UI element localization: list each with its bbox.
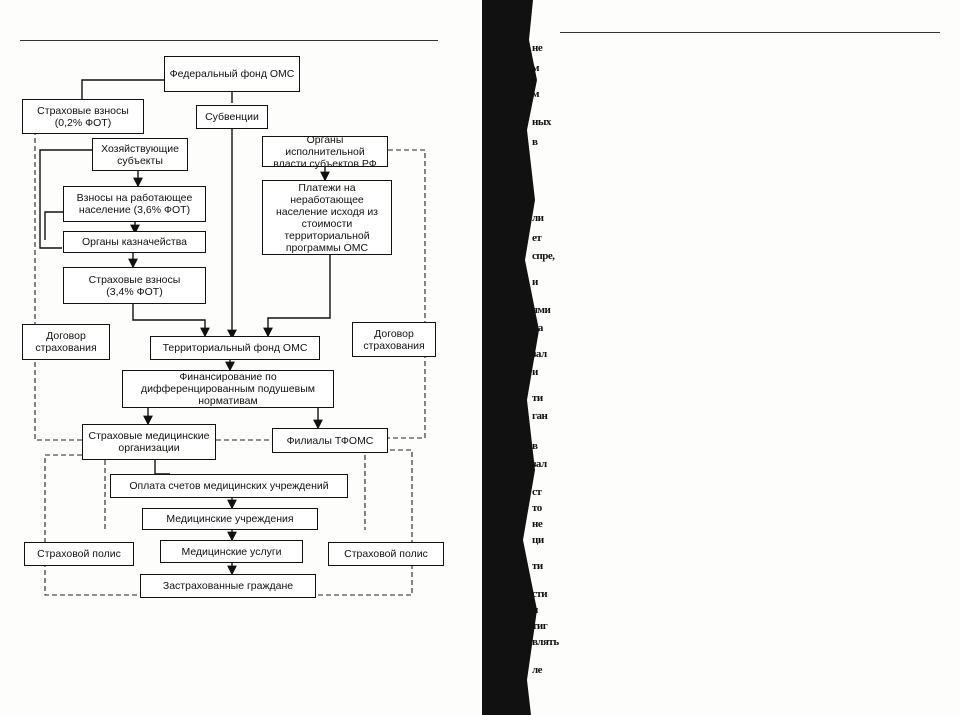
spine-ragged-edge	[515, 0, 539, 715]
contract-left-label: Договор страхования	[22, 324, 110, 360]
fragment: то	[532, 502, 542, 514]
fragment: ных	[532, 116, 551, 128]
fragment: ли	[532, 212, 544, 224]
left-page-top-rule	[20, 40, 438, 41]
fragment: на	[532, 322, 543, 334]
business-entities-box: Хозяйствующие субъекты	[92, 138, 188, 171]
fragment: в	[532, 440, 538, 452]
fragment: ле	[532, 664, 543, 676]
fragment: и	[532, 604, 538, 616]
right-page-top-rule	[560, 32, 940, 33]
book-spine-shadow	[482, 0, 520, 715]
subsidies-box: Субвенции	[196, 105, 268, 129]
policy-left-label: Страховой полис	[24, 542, 134, 566]
fragment: влять	[532, 636, 559, 648]
financing-box: Финансирование по дифференцированным под…	[122, 370, 334, 408]
fragment: м	[532, 62, 540, 74]
fragment: ями	[532, 304, 551, 316]
insurance-contrib-mid-box: Страховые взносы (3,4% ФОТ)	[63, 267, 206, 304]
fragment: ти	[532, 560, 543, 572]
fragment: ци	[532, 534, 544, 546]
territorial-fund-box: Территориальный фонд ОМС	[150, 336, 320, 360]
insured-citizens-box: Застрахованные граждане	[140, 574, 316, 598]
fragment: спре,	[532, 250, 555, 262]
fragment: в	[532, 136, 538, 148]
fragment: зал	[532, 348, 547, 360]
med-services-box: Медицинские услуги	[160, 540, 303, 563]
treasury-box: Органы казначейства	[63, 231, 206, 253]
fragment: не	[532, 518, 543, 530]
fragment: и	[532, 366, 538, 378]
contract-right-label: Договор страхования	[352, 322, 436, 357]
fragment: не	[532, 42, 543, 54]
contrib-working-box: Взносы на работающее население (3,6% ФОТ…	[63, 186, 206, 222]
invoice-payment-box: Оплата счетов медицинских учреждений	[110, 474, 348, 498]
federal-fund-box: Федеральный фонд ОМС	[164, 56, 300, 92]
fragment: ет	[532, 232, 542, 244]
fragment: м	[532, 88, 540, 100]
exec-authorities-box: Органы исполнительной власти субъектов Р…	[262, 134, 388, 170]
policy-right-label: Страховой полис	[328, 542, 444, 566]
fragment: зал	[532, 458, 547, 470]
fragment: ти	[532, 392, 543, 404]
branches-box: Филиалы ТФОМС	[272, 428, 388, 453]
insurance-orgs-box: Страховые медицинские организации	[82, 424, 216, 460]
med-institutions-box: Медицинские учреждения	[142, 508, 318, 530]
fragment: ган	[532, 410, 548, 422]
fragment: и	[532, 276, 538, 288]
fragment: сти	[532, 588, 548, 600]
fragment: ст	[532, 486, 542, 498]
insurance-contrib-top-box: Страховые взносы (0,2% ФОТ)	[22, 99, 144, 134]
nonworking-payments-box: Платежи на неработающее население исходя…	[262, 180, 392, 255]
fragment: тиг	[532, 620, 548, 632]
